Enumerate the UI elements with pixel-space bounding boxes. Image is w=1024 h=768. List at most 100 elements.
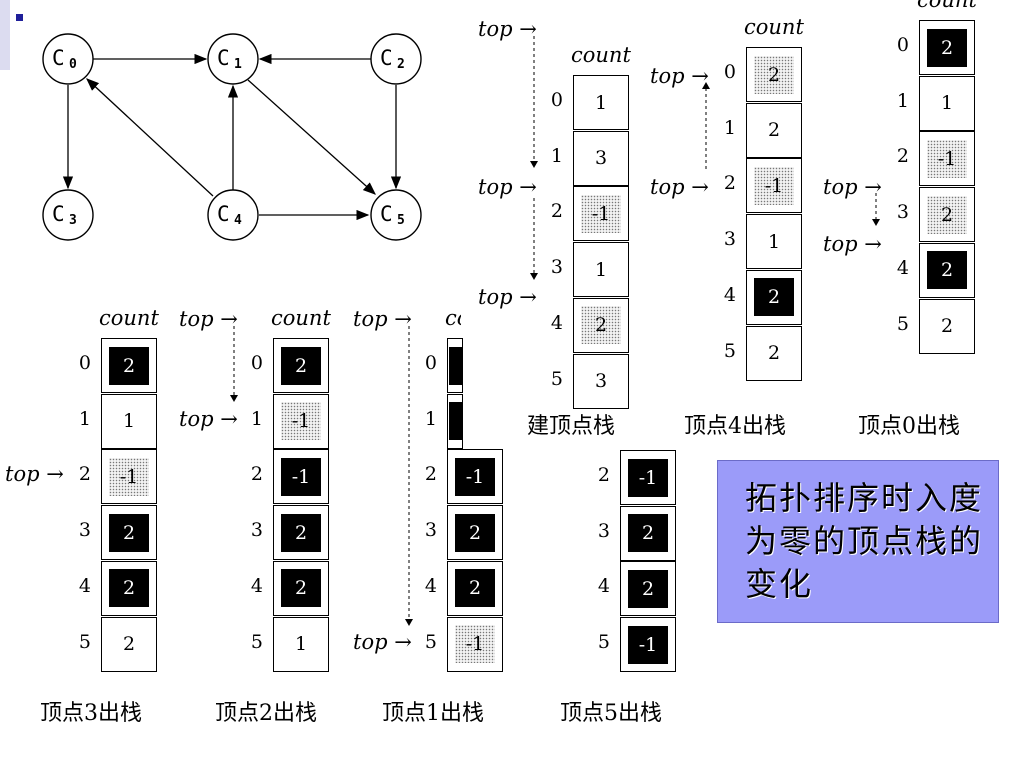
dashed-arrow — [530, 36, 538, 168]
count-cell: 1 — [573, 75, 629, 130]
count-value: 2 — [927, 195, 967, 234]
count-value: 2 — [281, 513, 321, 552]
row-index: 5 — [78, 630, 91, 653]
row-index: 4 — [723, 283, 736, 306]
count-cell: -1 — [273, 449, 329, 505]
count-value: 2 — [628, 569, 668, 608]
row-index: 1 — [424, 407, 437, 430]
count-cell — [447, 393, 463, 449]
count-value: 2 — [281, 346, 321, 385]
row-index: 0 — [78, 352, 91, 374]
row-index: 5 — [723, 339, 736, 362]
count-cell: 2 — [919, 242, 975, 298]
edge-c1-c5 — [247, 79, 376, 195]
row-index: 0 — [250, 352, 263, 374]
panel-caption: 建顶点栈 — [527, 414, 616, 439]
count-value: 2 — [927, 251, 967, 290]
count-value: 2 — [581, 306, 621, 345]
node-subscript: 3 — [69, 213, 77, 228]
count-value: 2 — [754, 334, 794, 372]
count-cell: -1 — [447, 616, 503, 672]
count-cell: 2 — [101, 338, 157, 393]
row-index: 3 — [896, 201, 909, 224]
count-cell: -1 — [101, 449, 157, 505]
count-value: 2 — [109, 346, 149, 385]
row-index: 1 — [896, 89, 909, 112]
row-index: 1 — [250, 407, 263, 430]
count-value: 2 — [455, 513, 495, 552]
row-index: 4 — [550, 311, 563, 334]
count-value: -1 — [754, 166, 794, 205]
row-index: 3 — [597, 519, 610, 542]
node-name: C — [380, 202, 393, 226]
count-cell: -1 — [620, 450, 676, 505]
top-pointer: top → — [823, 232, 882, 256]
count-value: -1 — [628, 458, 668, 497]
node-name: C — [217, 202, 230, 226]
count-cell: -1 — [919, 131, 975, 187]
count-header: count — [99, 306, 159, 330]
panel-caption: 顶点4出栈 — [684, 414, 786, 439]
dashed-arrow — [230, 326, 238, 402]
count-value: -1 — [455, 457, 495, 496]
top-pointer: top → — [179, 407, 238, 431]
count-header: count — [445, 306, 461, 330]
count-value: -1 — [927, 139, 967, 178]
count-cell: 1 — [573, 242, 629, 298]
row-index: 4 — [78, 574, 91, 597]
count-value: 3 — [581, 362, 621, 400]
panel-caption: 顶点3出栈 — [40, 701, 142, 726]
count-cell: 2 — [101, 616, 157, 672]
count-value: 1 — [581, 83, 621, 122]
count-value: 2 — [754, 55, 794, 94]
dashed-arrow — [530, 198, 538, 280]
node-name: C — [52, 46, 65, 70]
count-cell: 2 — [746, 269, 802, 325]
row-index: 2 — [597, 464, 610, 486]
top-pointer: top → — [353, 307, 412, 331]
top-pointer: top → — [823, 175, 882, 199]
row-index: 3 — [250, 519, 263, 542]
count-cell: -1 — [447, 449, 503, 505]
count-value: 1 — [927, 84, 967, 123]
count-value: 2 — [109, 513, 149, 552]
row-index: 5 — [250, 630, 263, 653]
panel-caption: 顶点5出栈 — [560, 701, 662, 726]
row-index: 2 — [250, 463, 263, 486]
count-value — [449, 346, 462, 385]
row-index: 4 — [597, 575, 610, 598]
row-index: 5 — [597, 631, 610, 654]
count-value: 1 — [281, 625, 321, 663]
count-value: -1 — [281, 402, 321, 441]
count-cell: -1 — [573, 186, 629, 242]
row-index: 5 — [550, 367, 563, 390]
count-header: count — [917, 0, 977, 12]
count-cell: 2 — [447, 505, 503, 561]
count-cell: 3 — [573, 130, 629, 186]
top-pointer: top → — [478, 175, 537, 199]
row-index: 0 — [896, 34, 909, 56]
node-subscript: 4 — [234, 213, 242, 228]
count-value: -1 — [628, 625, 668, 664]
note-box: 拓扑排序时入度为零的顶点栈的变化 — [717, 460, 999, 623]
panel-caption: 顶点0出栈 — [858, 414, 960, 439]
count-value: 2 — [281, 569, 321, 608]
count-cell: -1 — [273, 393, 329, 449]
count-value: 2 — [927, 307, 967, 345]
top-pointer: top → — [650, 64, 709, 88]
count-cell: 2 — [919, 20, 975, 75]
row-index: 3 — [550, 256, 563, 279]
count-cell: 1 — [919, 75, 975, 131]
count-value: 2 — [109, 625, 149, 663]
row-index: 1 — [723, 116, 736, 139]
node-subscript: 0 — [69, 57, 77, 72]
node-name: C — [217, 46, 230, 70]
count-cell: 2 — [620, 561, 676, 617]
count-value: 1 — [754, 222, 794, 261]
